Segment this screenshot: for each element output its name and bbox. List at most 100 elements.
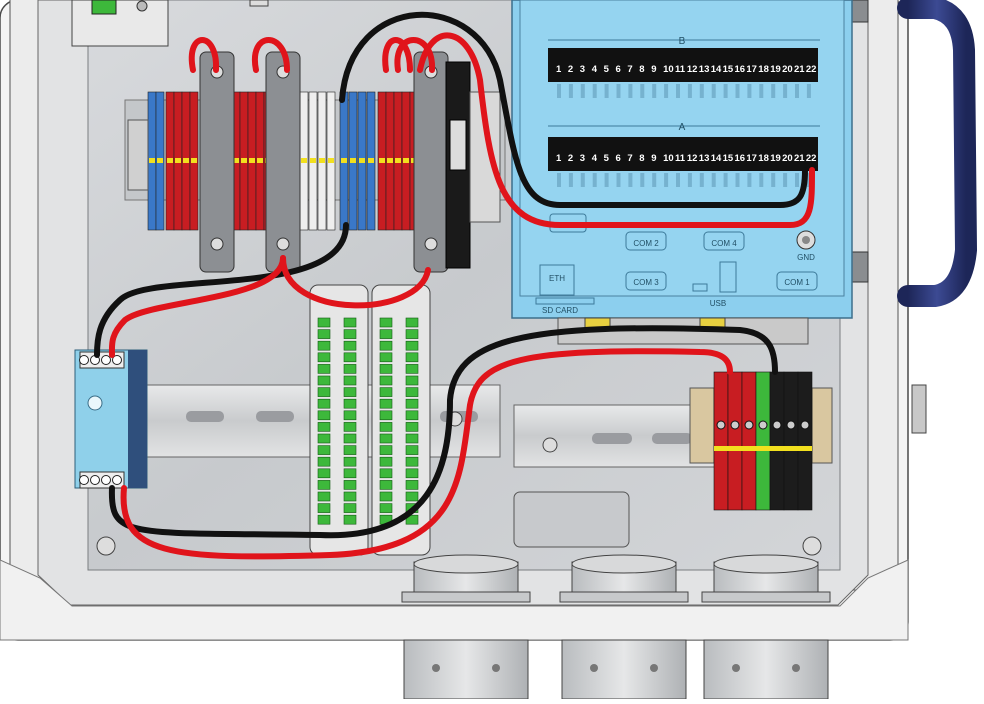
terminal-label-mark (783, 173, 788, 187)
usb-label: USB (710, 299, 726, 308)
com1-label: COM 1 (784, 278, 810, 287)
terminal-label-mark (628, 173, 633, 187)
screw-icon (101, 355, 111, 365)
io-terminal (317, 364, 331, 374)
io-terminal (379, 480, 393, 490)
blank-plate (513, 491, 630, 548)
terminal-label-mark (640, 173, 645, 187)
terminal-number: 14 (711, 153, 722, 164)
terminal-marker (368, 158, 374, 163)
conduit-pipe (703, 639, 829, 700)
terminal-label-mark (771, 84, 776, 98)
terminal-strip-a (548, 137, 818, 171)
terminal-block (783, 371, 799, 511)
screw-icon (90, 475, 100, 485)
io-terminal (343, 364, 357, 374)
terminal-label-mark (687, 173, 692, 187)
io-terminal (343, 491, 357, 502)
terminal-label-mark (711, 84, 716, 98)
eth-port[interactable]: ETH (539, 264, 575, 296)
top-left-module (71, 0, 269, 47)
terminal-label-mark (580, 173, 585, 187)
com2-port[interactable]: COM 2 (625, 231, 667, 251)
enclosure-handle-icon (851, 0, 978, 434)
terminal-number: 22 (806, 153, 817, 164)
terminal-number: 12 (687, 153, 698, 164)
screw-icon (786, 420, 796, 430)
screw-icon (772, 420, 782, 430)
end-stop (127, 119, 149, 191)
end-stop (469, 91, 501, 223)
io-terminal (379, 456, 393, 467)
com3-port[interactable]: COM 3 (625, 271, 667, 291)
eth-label: ETH (549, 274, 565, 283)
terminal-label-mark (759, 84, 764, 98)
terminal-label-mark (568, 84, 573, 98)
terminal-number: 1 (556, 64, 562, 75)
terminal-number: 11 (675, 153, 686, 164)
screw-icon (432, 664, 440, 672)
terminal-label-mark (676, 173, 680, 187)
screw-icon (96, 536, 116, 556)
terminal-number: 12 (687, 64, 698, 75)
io-terminal (343, 433, 357, 444)
screw-icon (730, 420, 740, 430)
sd-card-slot[interactable]: SD CARD (535, 297, 595, 315)
io-terminal (343, 340, 357, 351)
screw-icon (79, 355, 89, 365)
red-jumper-wire (394, 37, 436, 73)
com4-port[interactable]: COM 4 (703, 231, 745, 251)
terminal-label-mark (759, 173, 764, 187)
terminal-label-mark (604, 173, 609, 187)
terminal-strip-a-labels (557, 173, 811, 187)
terminal-label-mark (592, 84, 597, 98)
usb-port[interactable]: USB (692, 261, 737, 308)
screw-icon (492, 664, 500, 672)
terminal-label-mark (723, 84, 728, 98)
screw-icon (800, 420, 810, 430)
red-power-wire (108, 255, 286, 358)
terminal-number: 17 (746, 153, 757, 164)
io-terminal (343, 387, 357, 397)
breaker-switch[interactable] (449, 119, 467, 171)
screw-icon (101, 475, 111, 485)
terminal-label-mark (676, 84, 680, 98)
conduit-pipe (561, 639, 687, 700)
io-terminal (405, 445, 419, 455)
gland-top (571, 554, 677, 574)
gland-top (713, 554, 819, 574)
screw-icon (210, 237, 224, 251)
terminal-marker (301, 158, 307, 163)
terminal-label-mark (699, 173, 704, 187)
terminal-number: 5 (604, 64, 610, 75)
gland-flange (401, 591, 531, 603)
terminal-label-mark (652, 173, 657, 187)
terminal-strip-b-labels (557, 84, 811, 98)
io-terminal (343, 375, 357, 386)
com2-label: COM 2 (633, 239, 659, 248)
com3-label: COM 3 (633, 278, 659, 287)
io-terminal (379, 410, 393, 421)
io-terminal (343, 422, 357, 432)
terminal-marker (328, 158, 334, 163)
screw-icon (802, 536, 822, 556)
terminal-number: 6 (616, 153, 621, 164)
io-terminal (405, 375, 419, 386)
io-terminal (379, 352, 393, 363)
power-supply-terminals (79, 355, 122, 485)
terminal-marker (175, 158, 181, 163)
screw-icon (542, 437, 558, 453)
terminal-number: 15 (723, 64, 734, 75)
com1-port[interactable]: COM 1 (776, 271, 818, 291)
terminal-number: 3 (580, 153, 585, 164)
io-terminal (343, 410, 357, 421)
io-terminal (317, 456, 331, 467)
io-terminal (317, 352, 331, 363)
terminal-number: 9 (651, 153, 656, 164)
screw-icon (276, 237, 290, 251)
io-terminal (317, 468, 331, 479)
wiring (94, 11, 815, 560)
